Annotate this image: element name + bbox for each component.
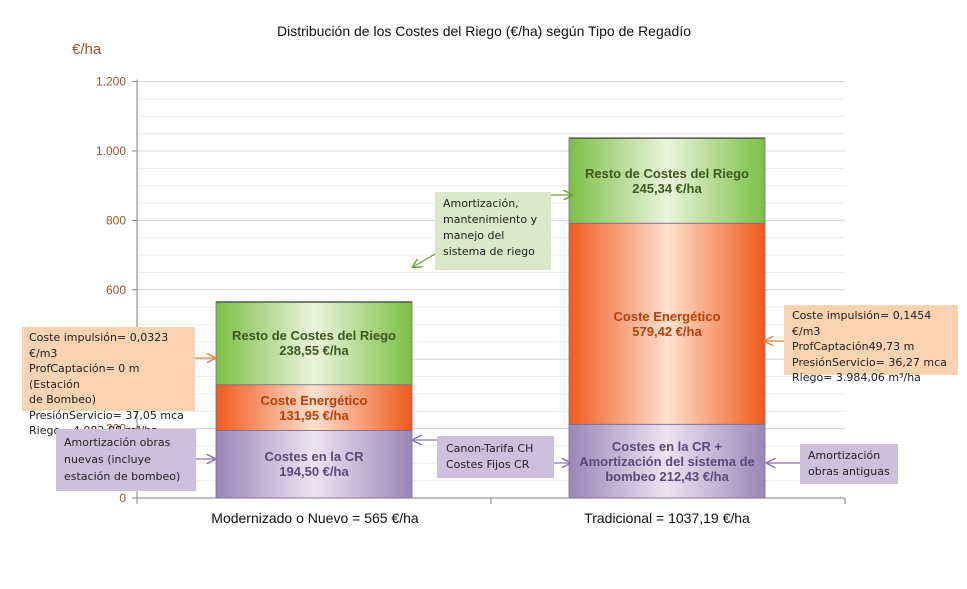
arrow-amortizacion-to-moderno xyxy=(413,253,436,267)
y-tick-label: 0 xyxy=(119,491,126,505)
annotation-arrows xyxy=(195,195,800,463)
note-amortizacion-antiguas: Amortización obras antiguas xyxy=(800,444,898,484)
y-tick-label: 800 xyxy=(106,213,126,227)
bar-moderno-cr xyxy=(215,430,413,499)
note-tradicional-params: Coste impulsión= 0,1454 €/m3 ProfCaptaci… xyxy=(784,305,958,384)
note-canon: Canon-Tarifa CH Costes Fijos CR xyxy=(437,436,554,478)
category-label-moderno: Modernizado o Nuevo = 565 €/ha xyxy=(211,510,419,526)
segment-label-tradicional-cr: Costes en la CR +Amortización del sistem… xyxy=(579,438,755,484)
bar-tradicional-energia xyxy=(568,222,766,425)
bars xyxy=(215,137,766,499)
bar-moderno-energia xyxy=(215,384,413,431)
chart-title: Distribución de los Costes del Riego (€/… xyxy=(277,23,691,39)
bar-tradicional-cr xyxy=(568,423,766,499)
bar-tradicional-resto xyxy=(568,137,766,224)
bar-moderno-resto xyxy=(215,301,413,386)
y-axis-label: €/ha xyxy=(72,41,102,58)
y-tick-label: 1.000 xyxy=(96,144,126,158)
note-moderno-params: Coste impulsión= 0,0323 €/m3 ProfCaptaci… xyxy=(22,327,195,437)
category-label-tradicional: Tradicional = 1037,19 €/ha xyxy=(584,510,750,526)
y-tick-label: 1.200 xyxy=(96,75,126,89)
y-tick-label: 600 xyxy=(106,283,126,297)
note-amortizacion-sistema: Amortización, mantenimiento y manejo del… xyxy=(435,192,551,270)
note-amortizacion-nuevas: Amortización obras nuevas (incluye estac… xyxy=(56,429,196,491)
